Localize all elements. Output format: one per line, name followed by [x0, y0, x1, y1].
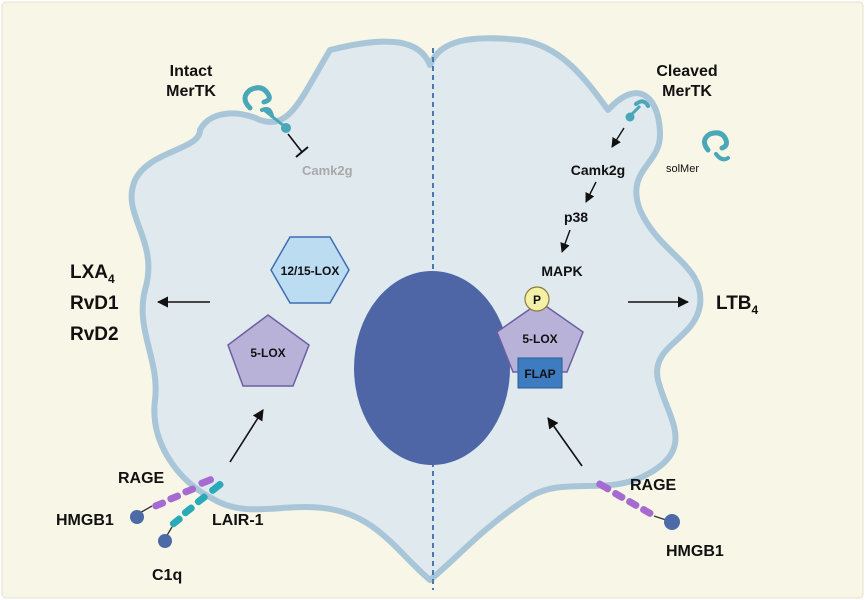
- inhibition-line: [287, 133, 303, 153]
- intact-mertk-icon: [242, 85, 291, 133]
- lair1-label: LAIR-1: [212, 512, 264, 529]
- left-output-lxa4: LXA4: [70, 262, 115, 286]
- left-up-arrow: [229, 409, 264, 463]
- lox5-left-pentagon: [227, 314, 310, 387]
- inhibition-bar: [295, 146, 309, 158]
- right-title-line2: MerTK: [662, 83, 712, 100]
- left-output-rvd1: RvD1: [70, 293, 119, 314]
- rage-right-label: RAGE: [630, 477, 677, 494]
- rage-left-receptor-icon: [152, 476, 215, 510]
- hmgb1-right-label: HMGB1: [666, 543, 724, 560]
- lox5-left-label: 5-LOX: [250, 346, 285, 360]
- left-output-rvd2: RvD2: [70, 324, 119, 345]
- cleaved-mertk-icon: [625, 99, 650, 122]
- right-up-arrow: [547, 417, 583, 467]
- left-camk2g-label: Camk2g: [302, 163, 353, 178]
- hmgb1-left-ligand: [130, 510, 144, 524]
- rage-left-label: RAGE: [118, 470, 165, 487]
- hmgb1-right-ligand: [664, 514, 680, 530]
- right-output-ltb4: LTB4: [716, 293, 759, 317]
- mapk-label: MAPK: [541, 263, 582, 279]
- c1q-ligand: [158, 534, 172, 548]
- arrow-p38-to-mapk: [560, 229, 571, 253]
- left-title-line2: MerTK: [166, 83, 216, 100]
- arrow-camk-to-p38: [585, 181, 597, 203]
- nucleus: [354, 271, 510, 465]
- lox-12-15-hexagon: [270, 236, 350, 304]
- hmgb1-left-label: HMGB1: [56, 512, 114, 529]
- flap-label: FLAP: [524, 367, 555, 381]
- p38-label: p38: [564, 209, 588, 225]
- phospho-label: P: [533, 293, 541, 307]
- arrow-mertk-to-camk: [611, 127, 625, 148]
- phospho-circle: [524, 286, 550, 312]
- flap-box: [517, 357, 563, 389]
- solmer-icon: [702, 130, 730, 162]
- lox-12-15-label: 12/15-LOX: [281, 264, 340, 278]
- lox5-right-label: 5-LOX: [522, 332, 557, 346]
- solmer-label: solMer: [666, 163, 699, 175]
- left-title-line1: Intact: [170, 63, 213, 80]
- lair1-receptor-icon: [169, 480, 224, 528]
- c1q-label: C1q: [152, 567, 182, 584]
- right-camk2g-label: Camk2g: [571, 162, 625, 178]
- rage-right-stalk: [653, 515, 667, 521]
- right-title-line1: Cleaved: [656, 63, 717, 80]
- rage-right-receptor-icon: [596, 480, 654, 517]
